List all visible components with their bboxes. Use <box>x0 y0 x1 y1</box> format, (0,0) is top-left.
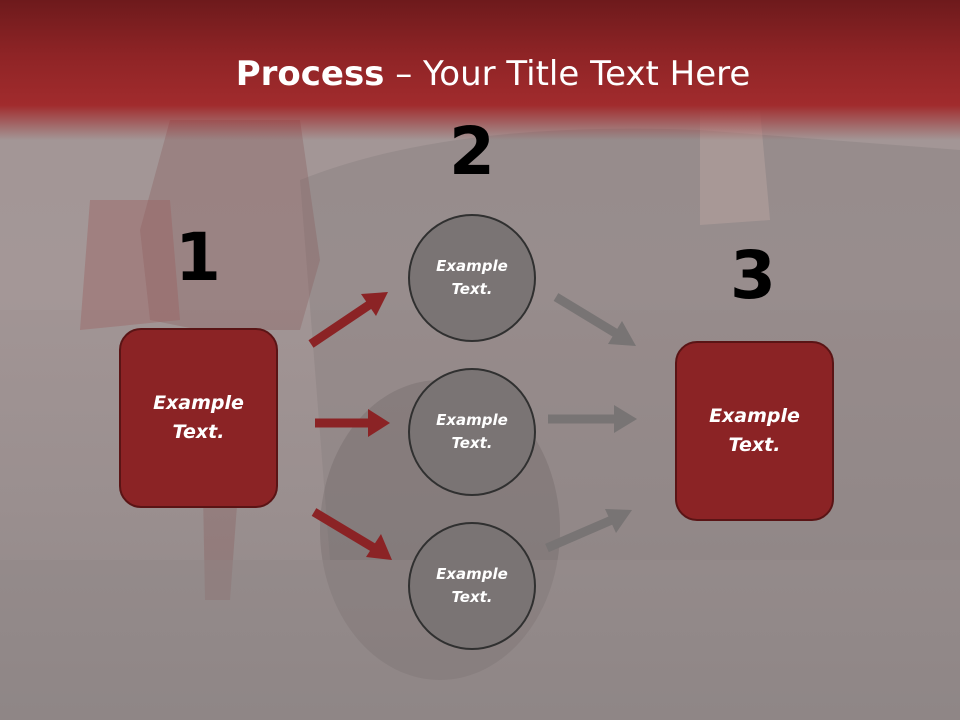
step-1-text: Example Text. <box>153 392 244 443</box>
step-1-box: Example Text. <box>119 328 278 508</box>
arrow-red-right <box>315 409 390 437</box>
step-3-text: Example Text. <box>709 405 800 456</box>
circle-middle: Example Text. <box>408 368 536 496</box>
title-rest: – Your Title Text Here <box>384 54 751 94</box>
step-number-1: 1 <box>175 219 221 296</box>
step-number-3: 3 <box>730 237 776 314</box>
arrow-gray-up <box>545 509 632 553</box>
step-number-2: 2 <box>449 113 495 190</box>
circle-bottom: Example Text. <box>408 522 536 650</box>
circle-top: Example Text. <box>408 214 536 342</box>
page-title: Process – Your Title Text Here <box>0 52 960 96</box>
title-bold: Process <box>235 54 385 94</box>
arrow-gray-right <box>548 405 637 433</box>
step-3-box: Example Text. <box>675 341 834 521</box>
circle-middle-text: Example Text. <box>436 411 508 452</box>
circle-top-text: Example Text. <box>436 257 508 298</box>
circle-bottom-text: Example Text. <box>436 565 508 606</box>
arrow-gray-down <box>553 293 636 346</box>
arrow-red-up <box>308 292 388 348</box>
arrow-red-down <box>311 508 392 560</box>
title-bar <box>0 0 960 140</box>
